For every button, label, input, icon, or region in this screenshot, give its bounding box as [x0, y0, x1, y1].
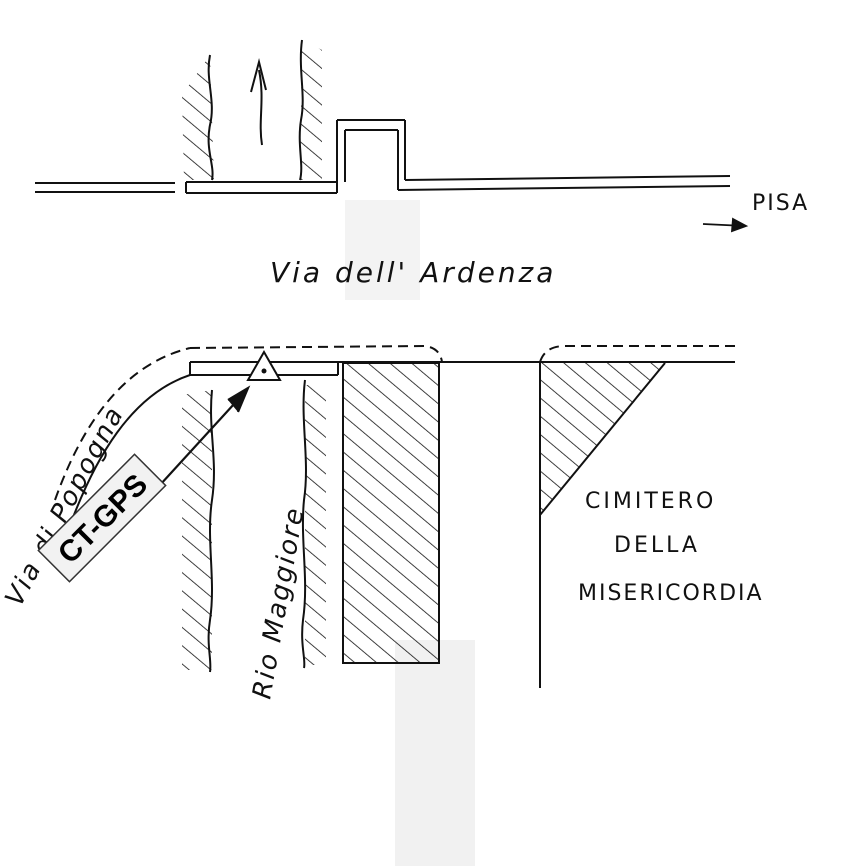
top-side-street	[182, 39, 322, 181]
hatched-building-block	[342, 362, 440, 664]
road-name-label: Via dell' Ardenza	[270, 256, 556, 289]
gps-point-triangle-icon	[246, 349, 282, 381]
direction-label-pisa: PISA	[752, 191, 809, 216]
copy-shadow-band-lower	[395, 640, 475, 866]
top-road-edge	[35, 119, 731, 194]
cemetery-label-line3: MISERICORDIA	[578, 581, 764, 606]
cemetery-label-line2: DELLA	[614, 533, 700, 558]
direction-arrow-icon	[702, 217, 749, 233]
rio-maggiore-stream	[182, 379, 326, 673]
stream-label: Rio Maggiore	[247, 504, 310, 701]
copy-shadow-band	[345, 200, 420, 300]
north-arrow-icon	[258, 69, 263, 146]
cemetery-wall	[539, 362, 666, 688]
cemetery-label-line1: CIMITERO	[585, 489, 716, 514]
popogna-road	[54, 347, 191, 521]
